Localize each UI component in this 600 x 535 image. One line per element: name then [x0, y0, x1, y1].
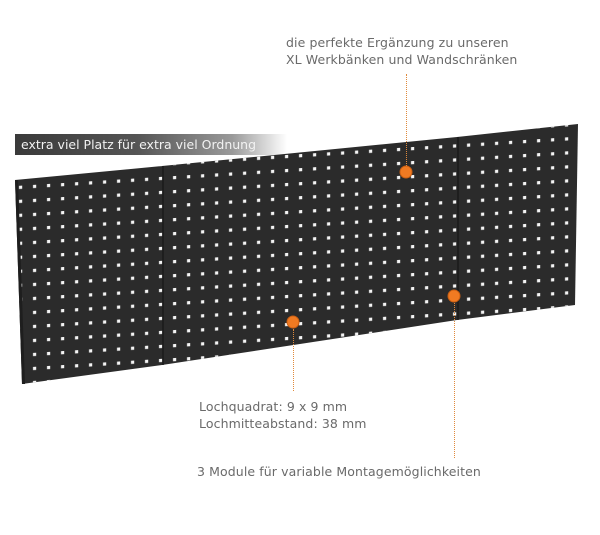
callout-hole-line1: Lochquadrat: 9 x 9 mm: [199, 399, 348, 414]
pegboard-module-left: [15, 166, 162, 384]
marker-modules-icon: [447, 289, 461, 303]
pegboard-module-right: [457, 124, 578, 320]
callout-modules-line: [454, 303, 455, 458]
callout-modules-text: 3 Module für variable Montagemöglichkeit…: [197, 463, 481, 480]
marker-hole-icon: [286, 315, 300, 329]
callout-top-line1: die perfekte Ergänzung zu unseren: [286, 35, 509, 50]
callout-hole-line: [293, 329, 294, 391]
callout-top-line: [406, 74, 407, 166]
headline-banner: extra viel Platz für extra viel Ordnung: [15, 134, 287, 155]
pegboard-module-middle: [162, 137, 457, 365]
callout-top-text: die perfekte Ergänzung zu unseren XL Wer…: [286, 34, 517, 68]
marker-top-icon: [399, 165, 413, 179]
callout-hole-line2: Lochmitteabstand: 38 mm: [199, 416, 367, 431]
callout-modules-line1: 3 Module für variable Montagemöglichkeit…: [197, 464, 481, 479]
callout-top-line2: XL Werkbänken und Wandschränken: [286, 52, 518, 67]
callout-hole-text: Lochquadrat: 9 x 9 mm Lochmitteabstand: …: [199, 398, 367, 432]
